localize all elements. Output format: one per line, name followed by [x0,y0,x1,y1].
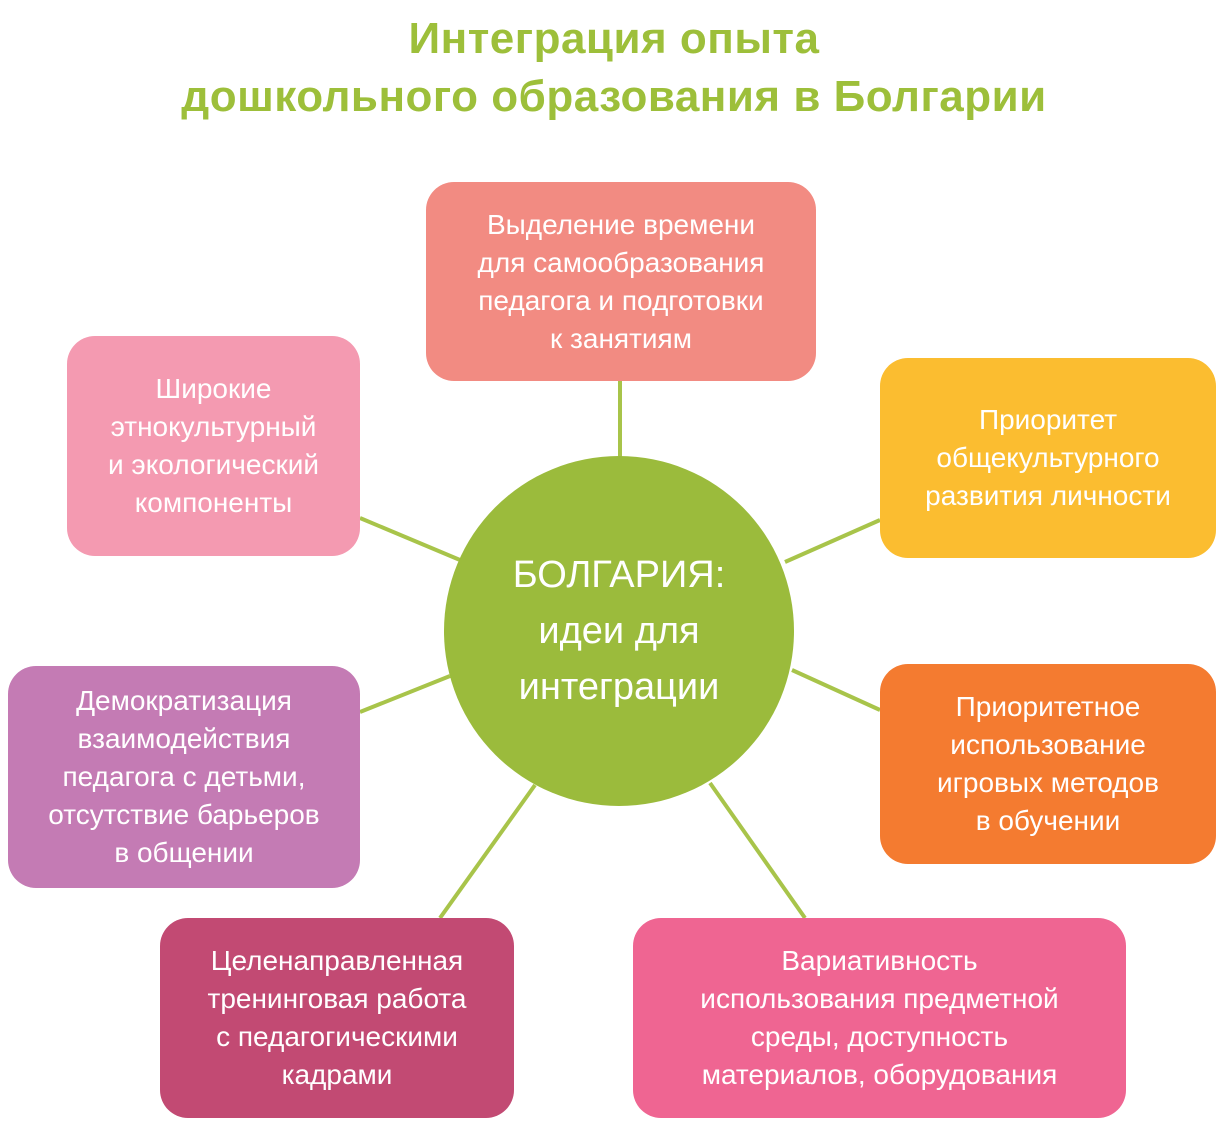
box-line: тренинговая работа [207,983,467,1014]
center-line-2: идеи для [538,610,700,652]
title-line-1: Интеграция опыта [408,14,820,63]
box-line: кадрами [281,1059,393,1090]
box-line: к занятиям [550,322,692,354]
box-line: игровых методов [937,767,1159,798]
box-line: материалов, оборудования [701,1059,1058,1090]
box-line: взаимодействия [77,723,291,754]
box-line: развития личности [925,480,1171,511]
box-line: среды, доступность [750,1021,1009,1052]
box-subject-environment: Вариативность использования предметной с… [633,918,1126,1118]
center-circle: БОЛГАРИЯ: идеи для интеграции [444,456,794,806]
connector-upper-right [784,518,881,564]
box-ethnocultural: Широкие этнокультурный и экологический к… [67,336,360,556]
title-line-2: дошкольного образования в Болгарии [181,72,1047,121]
box-line: Вариативность [781,945,978,976]
box-line: педагога с детьми, [62,761,306,792]
box-line: общекультурного [936,442,1160,473]
box-line: отсутствие барьеров [48,799,320,830]
box-line: с педагогическими [216,1021,458,1052]
box-game-methods: Приоритетное использование игровых метод… [880,664,1216,864]
connector-lower-left [359,674,451,714]
box-line: в общении [114,837,254,868]
box-democratization: Демократизация взаимодействия педагога с… [8,666,360,888]
box-line: для самообразования [477,246,765,278]
center-line-3: интеграции [518,666,720,708]
connector-upper-left [359,516,461,562]
box-line: Приоритетное [955,691,1141,722]
box-line: и экологический [108,449,319,480]
box-line: педагога и подготовки [478,284,764,316]
connector-bottom-left [438,783,537,920]
center-line-1: БОЛГАРИЯ: [512,554,726,596]
box-line: Выделение времени [486,208,756,240]
box-line: Демократизация [76,685,292,716]
box-line: использования предметной [700,983,1059,1014]
connector-lower-right [791,668,881,712]
box-line: Приоритет [978,404,1118,435]
box-line: Широкие [155,373,272,404]
box-self-education: Выделение времени для самообразования пе… [426,182,816,381]
box-line: использование [950,729,1146,760]
box-line: Целенаправленная [210,945,464,976]
box-cultural-development: Приоритет общекультурного развития лично… [880,358,1216,558]
box-line: этнокультурный [110,411,317,442]
diagram-title: Интеграция опыта дошкольного образования… [0,10,1228,126]
box-line: в обучении [975,805,1121,836]
box-line: компоненты [134,487,293,518]
connector-bottom-right [708,781,807,920]
box-training: Целенаправленная тренинговая работа с пе… [160,918,514,1118]
